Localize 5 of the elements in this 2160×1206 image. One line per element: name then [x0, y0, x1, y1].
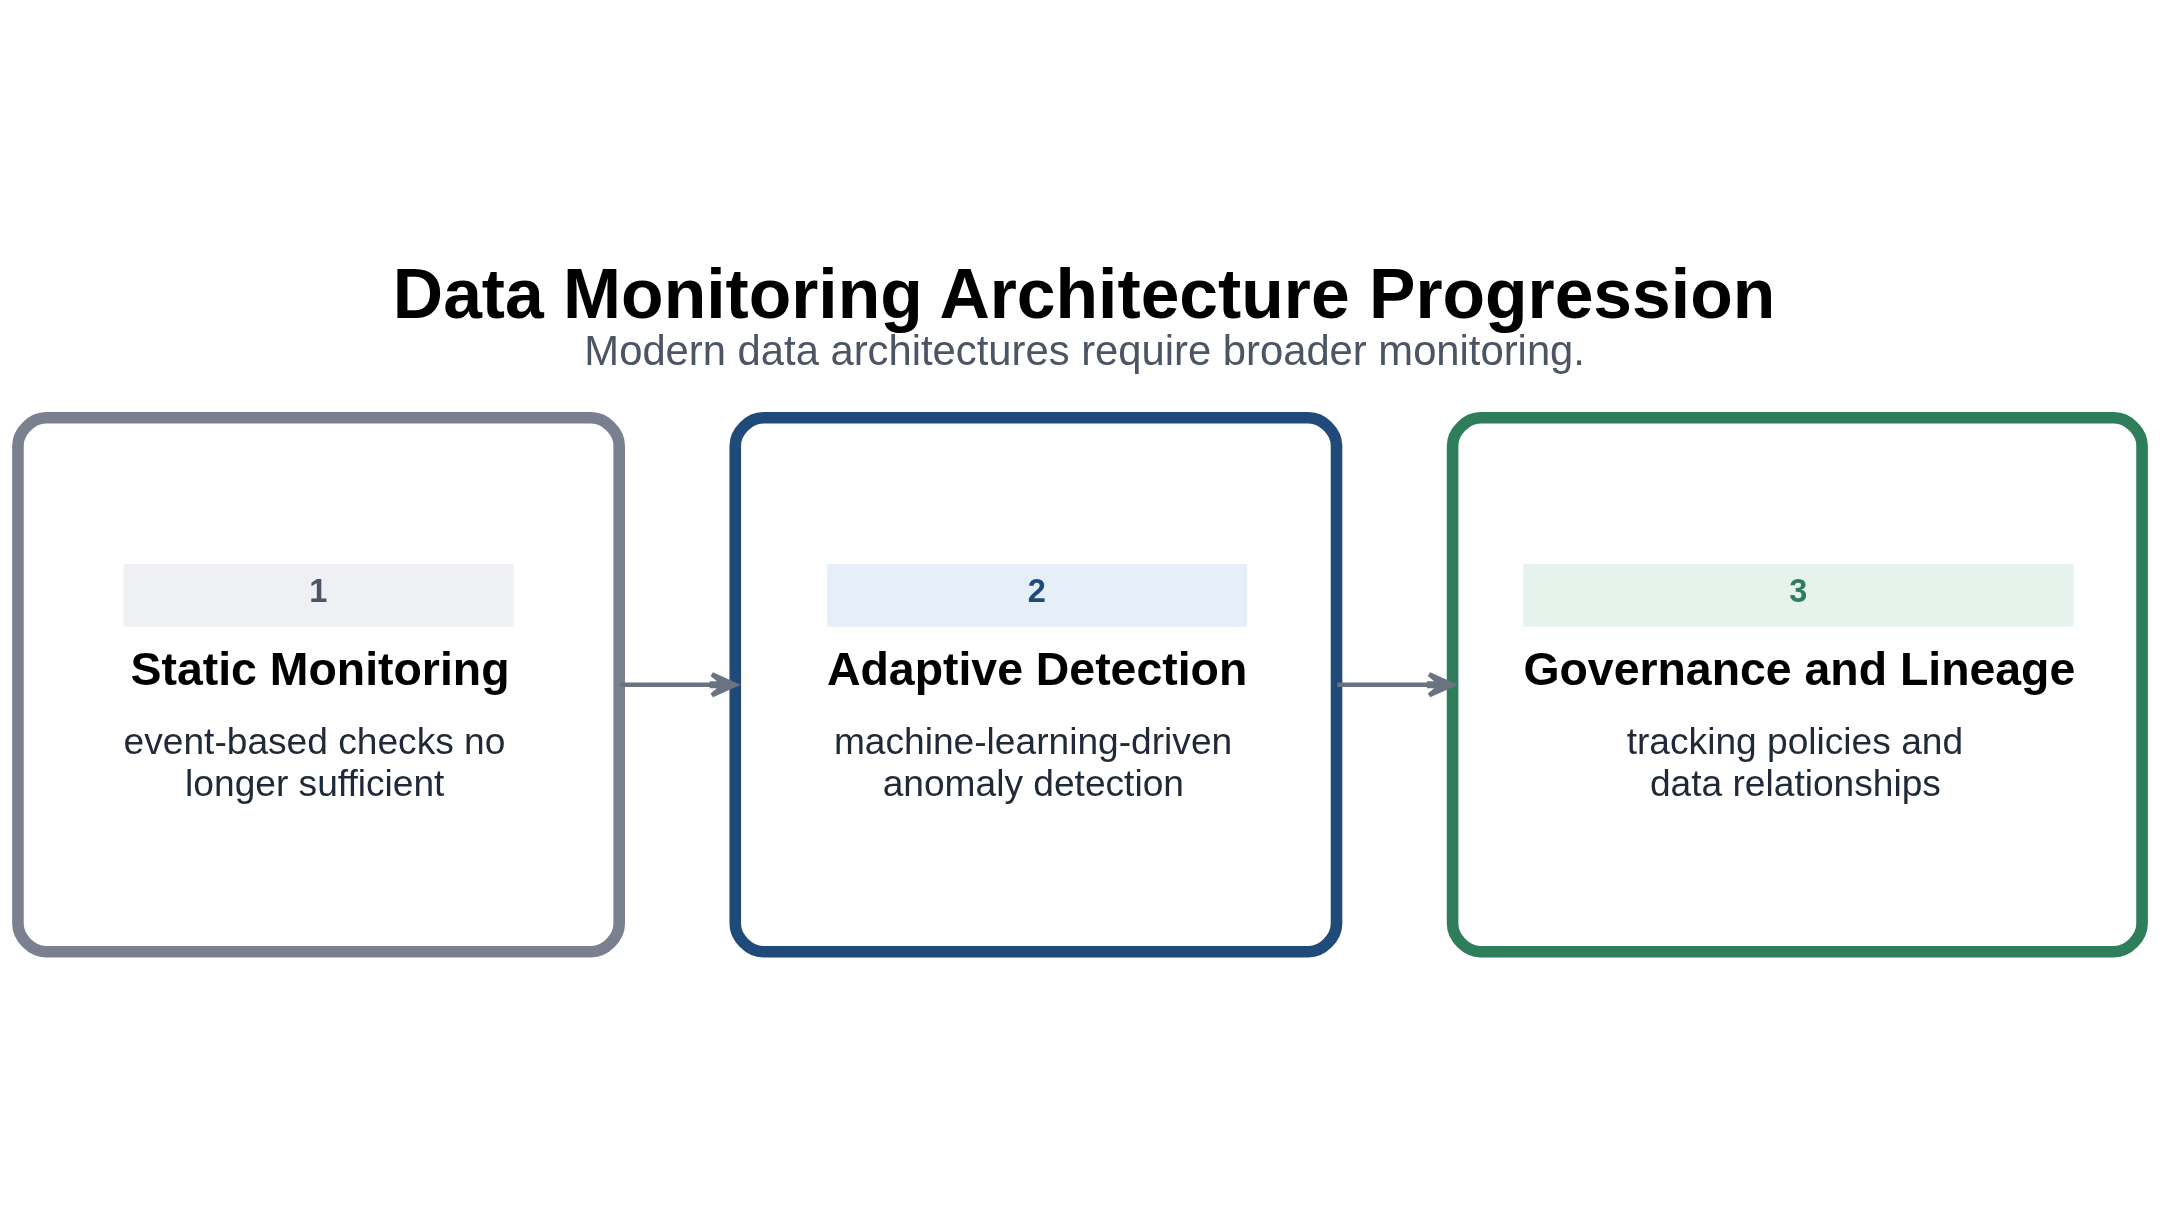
arrow [620, 671, 738, 698]
node-box: 2 Adaptive Detection machine-learning-driven anomaly detection [729, 411, 1343, 957]
node-box: 3 Governance and Lineage tracking policies and data relationships [1446, 411, 2148, 957]
node-box: 1 Static Monitoring event-based checks no longer sufficient [12, 411, 625, 957]
arrow [1337, 671, 1455, 698]
